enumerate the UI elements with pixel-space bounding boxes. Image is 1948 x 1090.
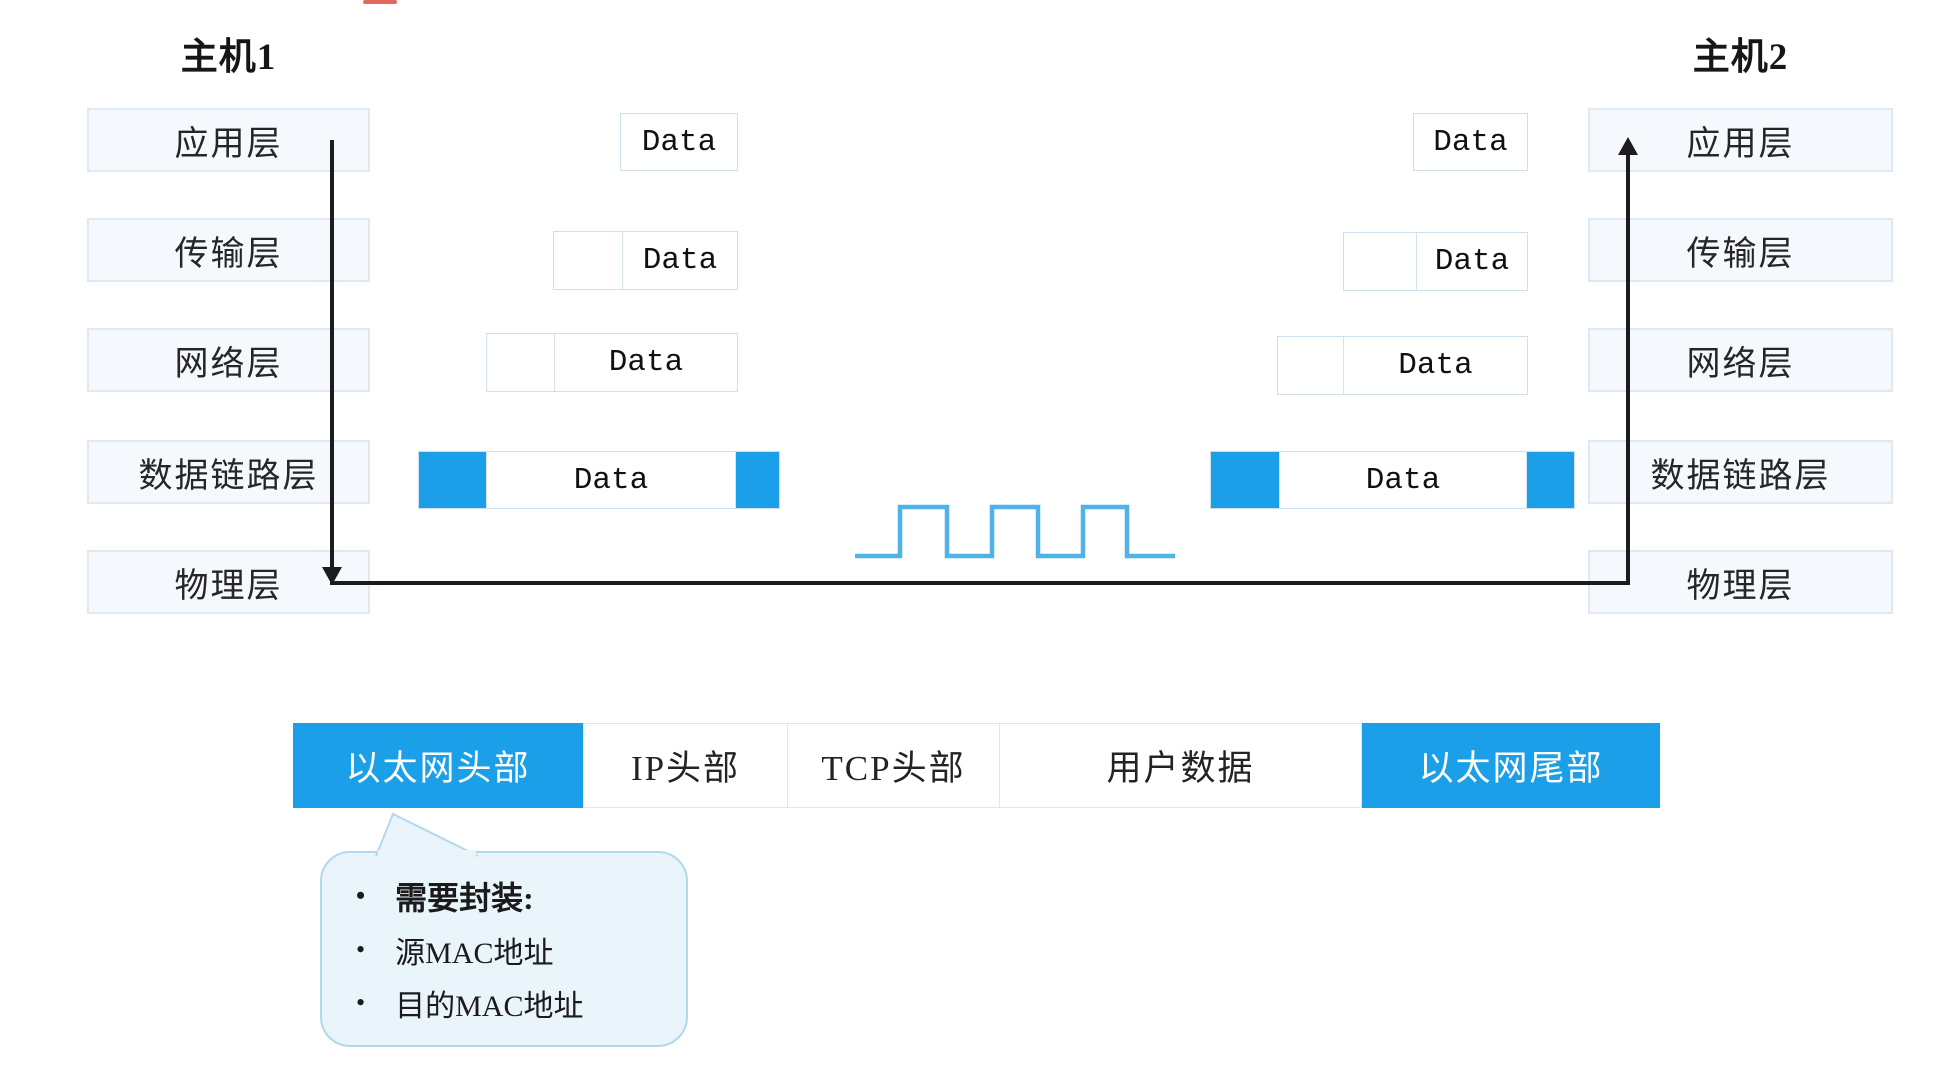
callout-item-title: • 需要封装:: [356, 873, 668, 919]
host1-data-row-datalink: Data: [418, 451, 780, 509]
header-cell: [487, 334, 555, 391]
data-cell: Data: [1417, 233, 1527, 290]
callout-tail: [375, 812, 479, 858]
header-cell: [1344, 233, 1417, 290]
frame-tcp-header: TCP头部: [788, 723, 1000, 808]
host2-up-arrowhead: [1618, 137, 1638, 155]
host2-layer-application: 应用层: [1588, 108, 1893, 172]
host1-data-row-network: Data: [486, 333, 738, 392]
host1-title: 主机1: [180, 37, 277, 78]
host1-layer-network: 网络层: [87, 328, 370, 392]
host2-layer-physical: 物理层: [1588, 550, 1893, 614]
ethernet-trailer-cell: [1527, 452, 1574, 508]
red-mark-artifact: [363, 0, 397, 4]
transmission-line: [330, 581, 1630, 585]
host2-data-row-application: Data: [1413, 113, 1528, 171]
host2-layer-datalink: 数据链路层: [1588, 440, 1893, 504]
ethernet-header-cell: [1211, 452, 1279, 508]
signal-waveform: [855, 504, 1175, 559]
host2-layer-transport: 传输层: [1588, 218, 1893, 282]
callout-title-text: 需要封装:: [395, 880, 534, 917]
ethernet-header-cell: [419, 452, 486, 508]
frame-ethernet-trailer: 以太网尾部: [1362, 723, 1660, 808]
bullet-icon: •: [356, 934, 366, 964]
host2-data-row-transport: Data: [1343, 232, 1528, 291]
callout-bubble: • 需要封装: • 源MAC地址 • 目的MAC地址: [320, 851, 688, 1047]
host1-data-row-application: Data: [620, 113, 738, 171]
data-cell: Data: [1344, 337, 1527, 394]
host1-layer-datalink: 数据链路层: [87, 440, 370, 504]
callout-item-text: 源MAC地址: [395, 936, 554, 970]
host2-layer-network: 网络层: [1588, 328, 1893, 392]
host1-data-row-transport: Data: [553, 231, 738, 290]
header-cell: [554, 232, 623, 289]
data-cell: Data: [623, 232, 737, 289]
bullet-icon: •: [356, 987, 366, 1017]
ethernet-frame-bar: 以太网头部 IP头部 TCP头部 用户数据 以太网尾部: [293, 723, 1660, 808]
data-cell: Data: [486, 452, 736, 508]
frame-ip-header: IP头部: [583, 723, 788, 808]
host1-layer-application: 应用层: [87, 108, 370, 172]
frame-ethernet-header: 以太网头部: [293, 723, 583, 808]
host1-down-arrowhead: [322, 567, 342, 585]
header-cell: [1278, 337, 1344, 394]
frame-user-data: 用户数据: [1000, 723, 1362, 808]
callout-item-source-mac: • 源MAC地址: [356, 928, 668, 972]
data-cell: Data: [555, 334, 737, 391]
host2-up-arrow-line: [1626, 153, 1630, 583]
host2-data-row-network: Data: [1277, 336, 1528, 395]
callout-item-text: 目的MAC地址: [395, 989, 584, 1023]
host1-down-arrow-line: [330, 140, 334, 568]
bullet-icon: •: [356, 881, 366, 911]
host2-data-row-datalink: Data: [1210, 451, 1575, 509]
data-cell: Data: [1279, 452, 1527, 508]
host2-title: 主机2: [1692, 37, 1789, 78]
data-cell: Data: [1414, 114, 1527, 170]
callout-item-dest-mac: • 目的MAC地址: [356, 981, 668, 1025]
host1-layer-transport: 传输层: [87, 218, 370, 282]
data-cell: Data: [621, 114, 737, 170]
ethernet-trailer-cell: [736, 452, 779, 508]
